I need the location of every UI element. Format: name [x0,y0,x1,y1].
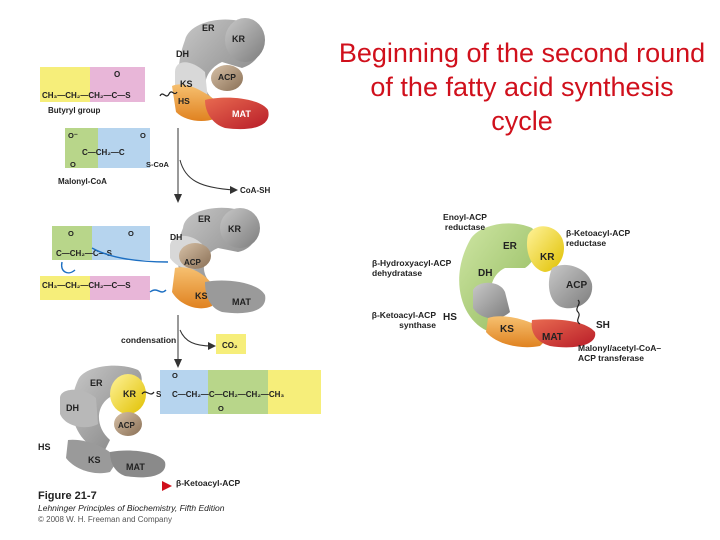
step-arrow-1: CoA-SH [174,128,270,203]
ketoacyl-oxygen-1: O [172,371,178,380]
mat-label-3: MAT [126,462,145,472]
ks-label-right: KS [500,324,514,335]
malonyl-chain: C—CH₂—C [82,148,125,157]
ks-label-3: KS [88,455,101,465]
malonyl-o-minus-1: O⁻ [68,131,78,140]
kr-label-right: KR [540,252,555,263]
ketoacyl-chain: C—CH₂—C—CH₂—CH₂—CH₃ [172,390,284,399]
figure-book: Lehninger Principles of Biochemistry, Fi… [38,503,225,513]
enzyme-complex-step3: ER KR DH ACP HS KS MAT [38,365,166,478]
step2-butyryl: CH₃—CH₂—CH₂—C—S [40,276,167,300]
co2-label: CO₂ [222,341,238,350]
mat-label-2: MAT [232,297,251,307]
enzyme-complex-step2: ER KR DH ACP KS MAT [170,207,266,314]
transferase-label: Malonyl/acetyl-CoA–ACP transferase [578,343,661,363]
mat-label: MAT [232,109,251,119]
er-label-right: ER [503,241,518,252]
kr-label-2: KR [228,224,241,234]
coa-sh-label: CoA-SH [240,186,270,195]
butyryl-group: O CH₃—CH₂—CH₂—C—S Butyryl group [40,67,145,115]
hs-label-3: HS [38,442,51,452]
er-label-2: ER [198,214,211,224]
ketoacyl-oxygen-2: O [218,404,224,413]
kr-label: KR [232,34,245,44]
malonyl-scoa: S-CoA [146,160,169,169]
figure-number: Figure 21-7 [38,490,97,502]
kr-label-3: KR [123,389,136,399]
malonyl-oxygen-2: O [70,160,76,169]
dh-label: DH [176,49,189,59]
mat-label-right: MAT [542,332,563,343]
condensation-step: condensation CO₂ [121,315,246,368]
er-label: ER [202,23,215,33]
butyryl-label: Butyryl group [48,106,101,115]
acp-label-right: ACP [566,280,587,291]
malonyl-coa: O⁻ O C—CH₂—C O S-CoA Malonyl-CoA [58,128,169,186]
step2-malonyl-acp: O O C—CH₂—C—S [52,226,169,274]
ks-label: KS [180,79,193,89]
condensation-label: condensation [121,335,176,345]
er-label-3: ER [90,378,103,388]
step2-butyryl-chain: CH₃—CH₂—CH₂—C—S [42,281,131,290]
acp-label-2: ACP [184,258,202,267]
slide-title: Beginning of the second round of the fat… [338,38,706,136]
step2-oxygen-2: O [128,229,134,238]
acp-label: ACP [218,72,236,82]
fas-domain-overview: ER KR DH ACP KS MAT HS SH [443,223,610,348]
malonyl-oxygen-1: O [140,131,146,140]
figure-copyright: © 2008 W. H. Freeman and Company [38,515,172,524]
sh-label-right: SH [596,320,610,331]
ketoacyl-acp: O O S C—CH₂—C—CH₂—CH₂—CH₃ β-Ketoacyl-ACP [156,370,321,491]
step2-malonyl-chain: C—CH₂—C—S [56,249,113,258]
dh-label-right: DH [478,268,492,279]
dh-label-2: DH [170,232,182,242]
butyryl-chain: CH₃—CH₂—CH₂—C—S [42,91,131,100]
butyryl-oxygen: O [114,70,120,79]
dh-label-3: DH [66,403,79,413]
ketoacyl-label: β-Ketoacyl-ACP [176,478,241,488]
malonyl-label: Malonyl-CoA [58,177,107,186]
ketoacyl-s: S [156,390,162,399]
enzyme-complex-step1: ER KR DH ACP KS HS MAT [159,18,269,130]
ks-label-2: KS [195,291,208,301]
hs-label: HS [178,96,190,106]
hs-label-right: HS [443,312,457,323]
acp-label-3: ACP [118,421,136,430]
step2-oxygen-1: O [68,229,74,238]
